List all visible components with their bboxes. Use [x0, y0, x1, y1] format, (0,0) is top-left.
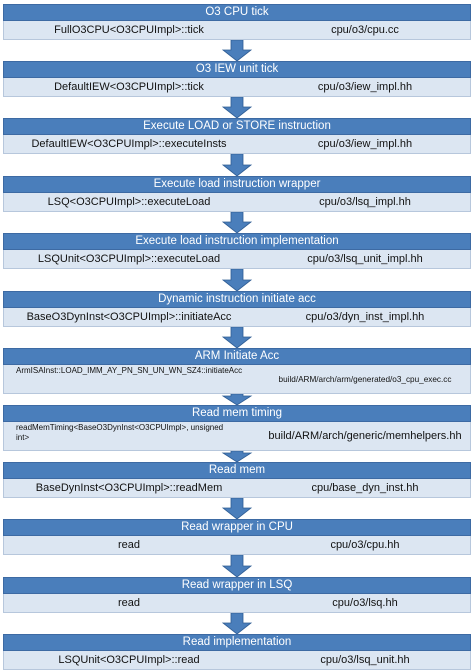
source-file-path: build/ARM/arch/arm/generated/o3_cpu_exec…	[278, 375, 452, 384]
down-arrow-icon	[221, 212, 253, 233]
down-arrow-icon	[221, 613, 253, 634]
source-file-path: cpu/base_dyn_inst.hh	[311, 482, 419, 494]
source-file-path: cpu/o3/dyn_inst_impl.hh	[305, 311, 425, 323]
source-file-path: cpu/o3/iew_impl.hh	[317, 138, 413, 150]
function-name: DefaultIEW<O3CPUImpl>::tick	[54, 81, 204, 93]
down-arrow-icon	[221, 394, 253, 405]
step-body: readMemTiming<BaseO3DynInst<O3CPUImpl>, …	[3, 422, 471, 451]
function-name: read	[117, 539, 141, 551]
step-body: LSQ<O3CPUImpl>::executeLoad cpu/o3/lsq_im…	[3, 193, 471, 212]
step-body: DefaultIEW<O3CPUImpl>::tick cpu/o3/iew_im…	[3, 78, 471, 97]
step-body: BaseO3DynInst<O3CPUImpl>::initiateAcc cpu…	[3, 308, 471, 327]
step-title: ARM Initiate Acc	[3, 348, 471, 365]
source-file-path: build/ARM/arch/generic/memhelpers.hh	[268, 430, 462, 442]
step-body: read cpu/o3/lsq.hh	[3, 594, 471, 613]
step-title: Read mem	[3, 462, 471, 479]
source-file-path: cpu/o3/lsq_unit.hh	[320, 654, 410, 666]
function-name: LSQUnit<O3CPUImpl>::executeLoad	[37, 253, 221, 265]
step-body: LSQUnit<O3CPUImpl>::executeLoad cpu/o3/ls…	[3, 250, 471, 269]
down-arrow-icon	[221, 327, 253, 348]
down-arrow-icon	[221, 154, 253, 176]
step-body: ArmISAInst::LOAD_IMM_AY_PN_SN_UN_WN_SZ4:…	[3, 365, 471, 394]
function-name: LSQUnit<O3CPUImpl>::read	[58, 654, 200, 666]
step-body: DefaultIEW<O3CPUImpl>::executeInsts cpu/o…	[3, 135, 471, 154]
step-body: FullO3CPU<O3CPUImpl>::tick cpu/o3/cpu.cc	[3, 21, 471, 40]
step-title: O3 CPU tick	[3, 4, 471, 21]
step-title: Dynamic instruction initiate acc	[3, 291, 471, 308]
function-name: FullO3CPU<O3CPUImpl>::tick	[54, 24, 204, 36]
down-arrow-icon	[221, 97, 253, 118]
function-name: BaseDynInst<O3CPUImpl>::readMem	[35, 482, 223, 494]
step-title: O3 IEW unit tick	[3, 61, 471, 78]
source-file-path: cpu/o3/lsq.hh	[332, 597, 398, 609]
step-title: Read wrapper in LSQ	[3, 577, 471, 594]
step-title: Read implementation	[3, 634, 471, 651]
source-file-path: cpu/o3/lsq_impl.hh	[319, 196, 411, 208]
step-title: Execute LOAD or STORE instruction	[3, 118, 471, 135]
down-arrow-icon	[221, 555, 253, 577]
down-arrow-icon	[221, 451, 253, 462]
source-file-path: cpu/o3/cpu.cc	[331, 24, 399, 36]
step-title: Read wrapper in CPU	[3, 519, 471, 536]
step-title: Read mem timing	[3, 405, 471, 422]
step-body: LSQUnit<O3CPUImpl>::read cpu/o3/lsq_unit.…	[3, 651, 471, 670]
function-name: DefaultIEW<O3CPUImpl>::executeInsts	[31, 138, 227, 150]
source-file-path: cpu/o3/iew_impl.hh	[317, 81, 413, 93]
down-arrow-icon	[221, 269, 253, 291]
function-name: ArmISAInst::LOAD_IMM_AY_PN_SN_UN_WN_SZ4:…	[16, 366, 243, 375]
source-file-path: cpu/o3/lsq_unit_impl.hh	[307, 253, 423, 265]
down-arrow-icon	[221, 498, 253, 519]
down-arrow-icon	[221, 40, 253, 61]
step-body: BaseDynInst<O3CPUImpl>::readMem cpu/base_…	[3, 479, 471, 498]
step-title: Execute load instruction implementation	[3, 233, 471, 250]
step-title: Execute load instruction wrapper	[3, 176, 471, 193]
function-name: read	[117, 597, 141, 609]
function-name: LSQ<O3CPUImpl>::executeLoad	[47, 196, 211, 208]
step-body: read cpu/o3/cpu.hh	[3, 536, 471, 555]
source-file-path: cpu/o3/cpu.hh	[330, 539, 400, 551]
function-name: readMemTiming<BaseO3DynInst<O3CPUImpl>, …	[16, 423, 224, 442]
function-name: BaseO3DynInst<O3CPUImpl>::initiateAcc	[26, 311, 232, 323]
